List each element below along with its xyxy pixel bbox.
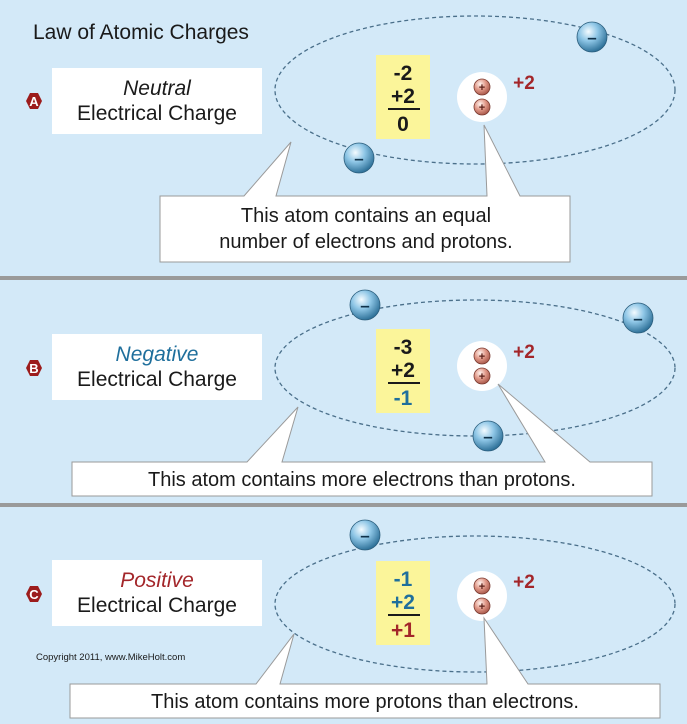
electron-icon bbox=[622, 302, 654, 334]
proton-icon bbox=[473, 367, 491, 385]
proton-icon bbox=[473, 577, 491, 595]
electron-glyph: – bbox=[354, 149, 363, 168]
charge-calculation-box bbox=[376, 561, 430, 645]
electron-icon bbox=[349, 289, 381, 321]
charge-label-box bbox=[52, 560, 262, 626]
charge-type-word: Negative bbox=[116, 343, 199, 366]
copyright-text: Copyright 2011, www.MikeHolt.com bbox=[36, 652, 185, 663]
proton-glyph: + bbox=[479, 351, 485, 363]
electron-icon bbox=[343, 142, 375, 174]
badge-a bbox=[26, 93, 42, 109]
nucleus-charge: +2 bbox=[513, 342, 535, 363]
nucleus bbox=[457, 341, 507, 391]
nucleus bbox=[457, 72, 507, 122]
callout-bubble bbox=[71, 383, 653, 497]
charge-type-word: Neutral bbox=[123, 77, 192, 100]
proton-glyph: + bbox=[479, 82, 485, 94]
electron-icon bbox=[576, 21, 608, 53]
electron-glyph: – bbox=[360, 526, 369, 545]
electron-orbit bbox=[274, 15, 676, 165]
section-divider bbox=[0, 503, 687, 507]
charge-label-box bbox=[52, 334, 262, 400]
badge-label: B bbox=[29, 361, 38, 376]
charge-label: Electrical Charge bbox=[77, 368, 237, 391]
proton-icon bbox=[473, 78, 491, 96]
callout-text: This atom contains an equal bbox=[241, 205, 491, 227]
panel-neutral: A Neutral Electrical Charge -2 +2 0 + + … bbox=[26, 15, 676, 263]
proton-glyph: + bbox=[479, 102, 485, 114]
diagram-title: Law of Atomic Charges bbox=[33, 21, 249, 44]
electron-orbit bbox=[274, 535, 676, 673]
callout-text: This atom contains more electrons than p… bbox=[148, 469, 576, 491]
electron-icon bbox=[472, 420, 504, 452]
charge-calculation-box bbox=[376, 55, 430, 139]
electron-glyph: – bbox=[483, 427, 492, 446]
proton-icon bbox=[473, 347, 491, 365]
badge-label: C bbox=[29, 587, 39, 602]
electron-count: -3 bbox=[394, 336, 413, 359]
electron-glyph: – bbox=[360, 296, 369, 315]
charge-type-word: Positive bbox=[120, 569, 194, 592]
callout-bubble bbox=[159, 124, 571, 263]
badge-label: A bbox=[29, 94, 39, 109]
charge-label: Electrical Charge bbox=[77, 102, 237, 125]
proton-count: +2 bbox=[391, 359, 415, 382]
proton-icon bbox=[473, 98, 491, 116]
proton-count: +2 bbox=[391, 591, 415, 614]
nucleus-charge: +2 bbox=[513, 73, 535, 94]
charge-calculation-box bbox=[376, 329, 430, 413]
callout-bubble bbox=[69, 616, 661, 719]
proton-glyph: + bbox=[479, 581, 485, 593]
panel-positive: C Positive Electrical Charge -1 +2 +1 + … bbox=[26, 519, 676, 719]
callout-text: This atom contains more protons than ele… bbox=[151, 691, 579, 713]
panel-negative: B Negative Electrical Charge -3 +2 -1 + … bbox=[26, 289, 676, 497]
electron-orbit bbox=[274, 299, 676, 437]
electron-count: -2 bbox=[394, 62, 413, 85]
charge-label-box bbox=[52, 68, 262, 134]
proton-count: +2 bbox=[391, 85, 415, 108]
badge-c bbox=[26, 586, 42, 602]
net-charge: +1 bbox=[391, 619, 415, 642]
callout-text: number of electrons and protons. bbox=[219, 231, 513, 253]
proton-icon bbox=[473, 597, 491, 615]
net-charge: 0 bbox=[397, 113, 409, 136]
nucleus bbox=[457, 571, 507, 621]
nucleus-charge: +2 bbox=[513, 572, 535, 593]
proton-glyph: + bbox=[479, 601, 485, 613]
electron-icon bbox=[349, 519, 381, 551]
section-divider bbox=[0, 276, 687, 280]
badge-b bbox=[26, 360, 42, 376]
electron-glyph: – bbox=[587, 28, 596, 47]
electron-count: -1 bbox=[394, 568, 413, 591]
charge-label: Electrical Charge bbox=[77, 594, 237, 617]
net-charge: -1 bbox=[394, 387, 413, 410]
proton-glyph: + bbox=[479, 371, 485, 383]
electron-glyph: – bbox=[633, 309, 642, 328]
